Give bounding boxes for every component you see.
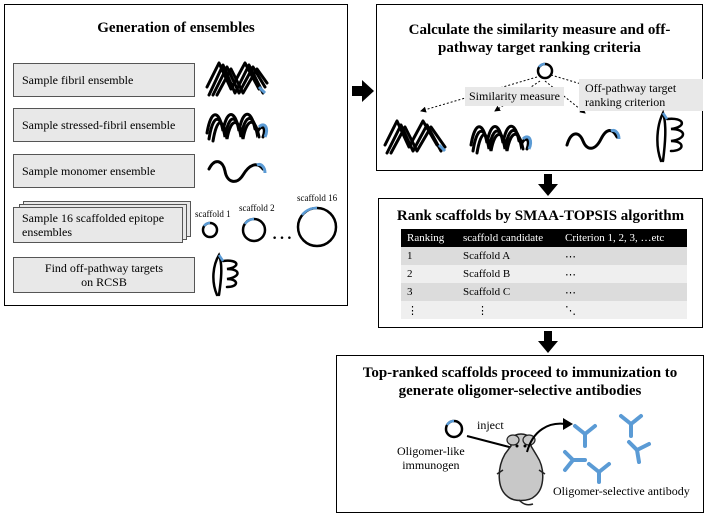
ranking-table-header: Ranking scaffold candidate Criterion 1, … bbox=[401, 229, 687, 247]
header-ranking: Ranking bbox=[401, 229, 457, 247]
ranking-table: Ranking scaffold candidate Criterion 1, … bbox=[401, 229, 687, 319]
immunogen-label: Oligomer-like immunogen bbox=[397, 444, 465, 472]
scaffold-reference-icon bbox=[536, 62, 554, 80]
header-scaffold-candidate: scaffold candidate bbox=[457, 229, 559, 247]
scaffold-1-icon bbox=[201, 221, 219, 239]
antibody-label: Oligomer-selective antibody bbox=[553, 484, 690, 498]
immunogen-label-line2: immunogen bbox=[402, 458, 460, 472]
immunogen-label-line1: Oligomer-like bbox=[397, 444, 465, 458]
table-cell: ⋮ bbox=[457, 301, 559, 319]
fibril-icon bbox=[205, 61, 269, 97]
similarity-panel: Calculate the similarity measure and off… bbox=[376, 4, 703, 171]
off-pathway-target-icon bbox=[212, 252, 239, 297]
table-row: ⋮ ⋮ ⋱ bbox=[401, 301, 687, 319]
curved-arrow-icon bbox=[526, 418, 573, 453]
monomer-compare-icon bbox=[565, 129, 621, 150]
table-cell: Scaffold A bbox=[457, 247, 559, 265]
off-pathway-criterion-line2: ranking criterion bbox=[585, 95, 666, 109]
fibril-compare-icon bbox=[383, 119, 447, 155]
similarity-title-line2: pathway target ranking criteria bbox=[438, 40, 641, 56]
table-cell: ⋱ bbox=[559, 301, 687, 319]
immunogen-icon bbox=[444, 419, 464, 439]
off-pathway-criterion-label: Off-pathway target ranking criterion bbox=[579, 79, 703, 111]
generation-panel: Generation of ensembles Sample fibril en… bbox=[4, 4, 348, 306]
immunization-panel: Top-ranked scaffolds proceed to immuniza… bbox=[336, 355, 704, 513]
ranking-panel: Rank scaffolds by SMAA-TOPSIS algorithm … bbox=[378, 198, 703, 328]
table-cell: ⋯ bbox=[559, 265, 687, 283]
table-cell: 3 bbox=[401, 283, 457, 301]
table-cell: ⋯ bbox=[559, 283, 687, 301]
table-cell: ⋯ bbox=[559, 247, 687, 265]
arrow-right-icon bbox=[352, 80, 374, 102]
table-row: 1 Scaffold A ⋯ bbox=[401, 247, 687, 265]
arrow-down-icon-1 bbox=[538, 174, 558, 196]
scaffold-16-icon bbox=[296, 206, 338, 248]
off-pathway-compare-icon bbox=[656, 109, 685, 163]
stressed-fibril-icon bbox=[205, 112, 269, 143]
off-pathway-criterion-line1: Off-pathway target bbox=[585, 81, 677, 95]
scaffold-1-label: scaffold 1 bbox=[195, 209, 231, 219]
immunization-title-line2: generate oligomer-selective antibodies bbox=[398, 383, 642, 399]
scaffold-2-icon bbox=[241, 217, 267, 243]
table-cell: 1 bbox=[401, 247, 457, 265]
scaffold-ensembles-box: Sample 16 scaffolded epitope ensembles bbox=[13, 207, 183, 243]
antibodies-icon bbox=[563, 414, 651, 484]
table-cell: ⋮ bbox=[401, 301, 457, 319]
arrow-down-icon-2 bbox=[538, 331, 558, 353]
off-pathway-targets-box: Find off-pathway targets on RCSB bbox=[13, 257, 195, 293]
scaffold-2-label: scaffold 2 bbox=[239, 203, 275, 213]
header-criterion: Criterion 1, 2, 3, …etc bbox=[559, 229, 687, 247]
inject-label: inject bbox=[477, 418, 504, 432]
table-cell: 2 bbox=[401, 265, 457, 283]
similarity-title-line1: Calculate the similarity measure and off… bbox=[408, 22, 671, 38]
table-row: 3 Scaffold C ⋯ bbox=[401, 283, 687, 301]
table-row: 2 Scaffold B ⋯ bbox=[401, 265, 687, 283]
generation-title: Generation of ensembles bbox=[97, 20, 255, 36]
immunization-title-line1: Top-ranked scaffolds proceed to immuniza… bbox=[362, 365, 678, 381]
stressed-fibril-compare-icon bbox=[469, 124, 533, 155]
monomer-ensemble-box: Sample monomer ensemble bbox=[13, 154, 195, 188]
monomer-icon bbox=[207, 160, 267, 183]
stressed-fibril-ensemble-box: Sample stressed-fibril ensemble bbox=[13, 108, 195, 142]
ranking-title: Rank scaffolds by SMAA-TOPSIS algorithm bbox=[396, 208, 685, 224]
scaffold-16-label: scaffold 16 bbox=[297, 193, 338, 203]
fibril-ensemble-box: Sample fibril ensemble bbox=[13, 63, 195, 97]
table-cell: Scaffold B bbox=[457, 265, 559, 283]
scaffold-ellipsis: … bbox=[271, 219, 295, 244]
mouse-icon bbox=[496, 433, 546, 506]
table-cell: Scaffold C bbox=[457, 283, 559, 301]
similarity-measure-label: Similarity measure bbox=[465, 87, 564, 106]
